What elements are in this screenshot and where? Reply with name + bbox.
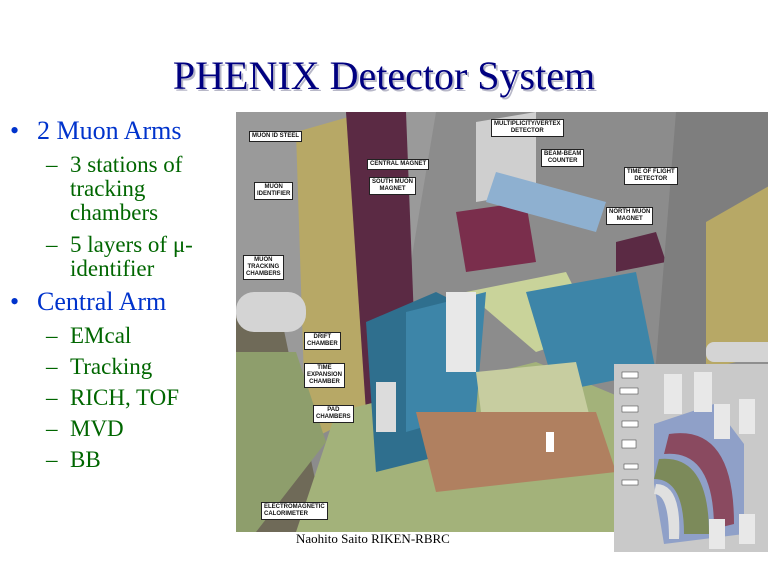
- label-time-of-flight: TIME OF FLIGHT DETECTOR: [624, 167, 678, 185]
- label-pad-chambers: PAD CHAMBERS: [313, 405, 354, 423]
- sub-item: –3 stations of: [46, 152, 183, 177]
- sub-item: –RICH, TOF: [46, 385, 180, 410]
- sub-item: –BB: [46, 447, 101, 472]
- sub-item-cont: identifier: [70, 256, 155, 281]
- label-time-expansion-chamber: TIME EXPANSION CHAMBER: [304, 363, 345, 388]
- bullet-label: 2 Muon Arms: [37, 116, 182, 145]
- sub-item: –5 layers of μ-: [46, 232, 193, 257]
- label-beam-beam-counter: BEAM-BEAM COUNTER: [541, 149, 585, 167]
- label-emcal: ELECTROMAGNETIC CALORIMETER: [261, 502, 328, 520]
- label-drift-chamber: DRIFT CHAMBER: [304, 332, 341, 350]
- label-muon-tracking-chambers: MUON TRACKING CHAMBERS: [243, 255, 284, 280]
- bullet-central-arm: •Central Arm: [10, 287, 167, 316]
- label-south-muon-magnet: SOUTH MUON MAGNET: [369, 177, 416, 195]
- label-central-magnet: CENTRAL MAGNET: [367, 159, 430, 170]
- sub-item: –Tracking: [46, 354, 153, 379]
- label-mvd: MULTIPLICITY/VERTEX DETECTOR: [491, 119, 564, 137]
- slide-title: PHENIX Detector System: [172, 53, 596, 98]
- sub-item: –EMcal: [46, 323, 132, 348]
- label-north-muon-magnet: NORTH MUON MAGNET: [606, 207, 654, 225]
- sub-item-cont: tracking: [70, 176, 146, 201]
- footer-author: Naohito Saito RIKEN-RBRC: [296, 531, 450, 546]
- central-arm-drawing: [619, 371, 755, 549]
- sub-item: –MVD: [46, 416, 124, 441]
- label-muon-id-steel: MUON ID STEEL: [249, 131, 303, 142]
- bullet-label: Central Arm: [37, 287, 167, 316]
- label-muon-identifier: MUON IDENTIFIER: [254, 182, 294, 200]
- central-arm-inset-illustration: [614, 364, 768, 552]
- sub-item-cont: chambers: [70, 200, 159, 225]
- bullet-muon-arms: •2 Muon Arms: [10, 116, 182, 145]
